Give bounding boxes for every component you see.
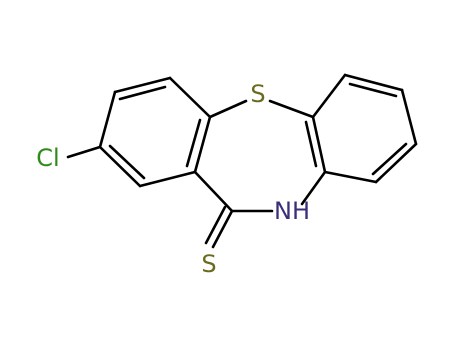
bond-c-s-thione-b [204, 205, 227, 245]
bond-c6-c1 [168, 76, 212, 119]
atom-sulfur-thione: S [201, 250, 216, 278]
atom-nh: NH [274, 197, 310, 225]
bond-c8-c9 [343, 73, 404, 92]
atom-chlorine: Cl [36, 144, 59, 172]
bond-c10-c11 [374, 142, 418, 184]
bond-c6-s [208, 99, 248, 119]
bond-c11-c12 [323, 170, 378, 184]
bond-c12-c7 [311, 115, 327, 174]
bond-n-c12 [300, 170, 327, 206]
bond-c4-c5 [138, 170, 197, 188]
bond-c5-c6 [193, 115, 212, 174]
bond-c3-cl [66, 145, 102, 159]
bond-c2-c3 [98, 90, 117, 149]
bond-c1-c2-double [118, 85, 167, 101]
bond-c12-c7-double [304, 120, 318, 168]
bond-c9-c10 [400, 88, 418, 146]
bond-c8-c9-double [348, 82, 398, 98]
bond-c1-c2 [113, 76, 172, 94]
bond-c5-c6-double [185, 118, 202, 168]
bond-c5-c-thione [193, 170, 234, 213]
bond-s-c7 [268, 99, 315, 119]
bond-c3-c4-double [108, 144, 146, 180]
bond-c3-c4 [98, 145, 142, 188]
atom-sulfur-ring: S [250, 80, 265, 108]
bond-c7-c8 [311, 73, 347, 119]
bond-c10-c11-double [371, 142, 408, 176]
bond-c-s-thione-a [211, 209, 234, 249]
